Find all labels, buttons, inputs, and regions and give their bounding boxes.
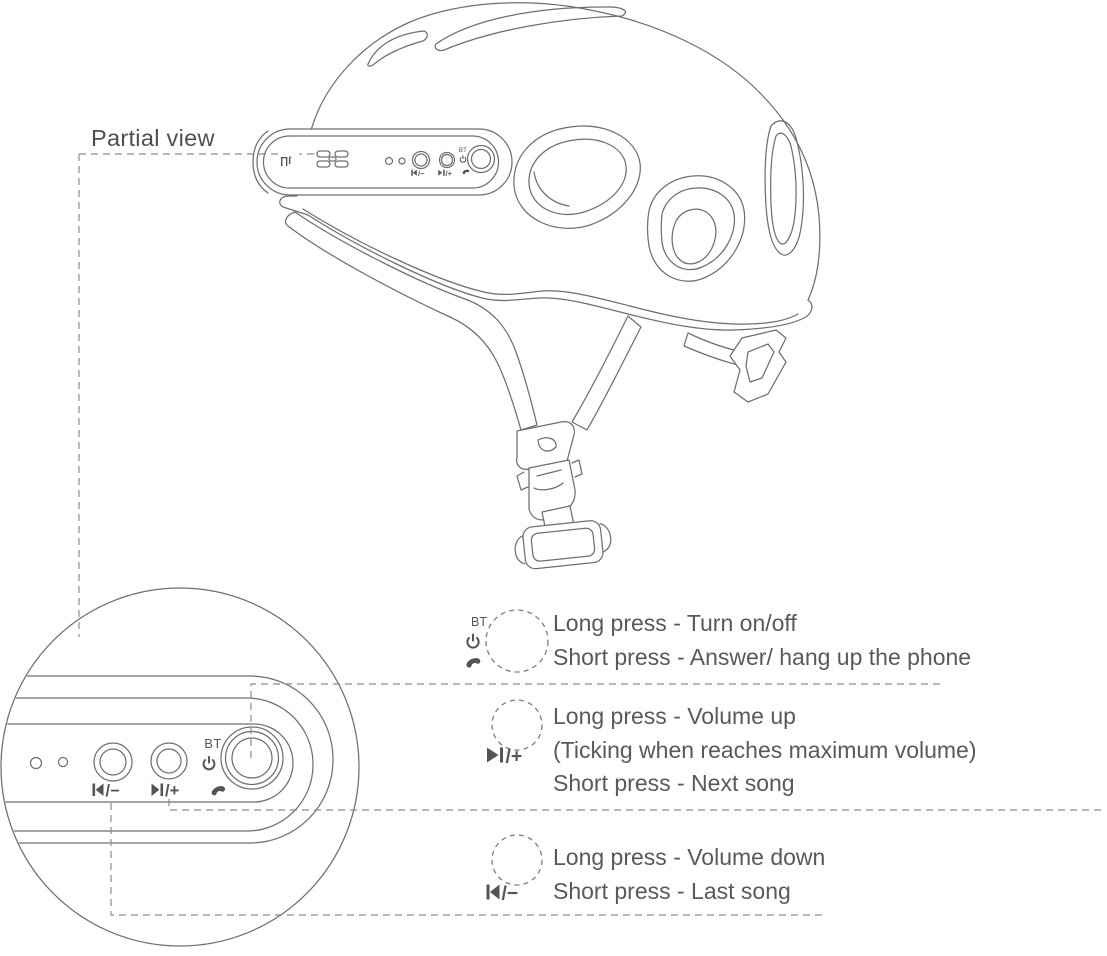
bt-label: BT (471, 615, 487, 629)
instruction-block-next: Long press - Volume up (Ticking when rea… (553, 700, 977, 801)
partial-view-label: Partial view (91, 125, 215, 151)
prev-volume-down-button: /− (411, 150, 431, 178)
instruction-block-power: Long press - Turn on/off Short press - A… (553, 607, 971, 674)
led-indicator (57, 756, 69, 768)
skip-previous-icon (95, 783, 104, 796)
side-vent-front (513, 125, 641, 229)
instruction-icon-next: /+ (487, 699, 543, 768)
control-panel: /− /+ BT (252, 128, 513, 196)
button-outline-dashed-circle (485, 609, 549, 673)
chin-strap-buckle (514, 420, 612, 570)
skip-previous-icon (412, 169, 417, 176)
skip-next-icon (500, 747, 503, 763)
top-vent-slot-front (367, 30, 428, 67)
speaker-grille-icon (316, 150, 349, 168)
next-button-label: /+ (446, 169, 453, 178)
callout-lines: ∏ſ (78, 148, 1102, 916)
next-volume-up-button: /+ (150, 742, 188, 800)
led-indicator (384, 156, 394, 166)
magnified-panel: /− /+ BT (2, 675, 334, 844)
prev-button-label: /− (106, 782, 120, 800)
instruction-line: (Ticking when reaches maximum volume) (553, 736, 977, 763)
brand-mark: ∏ſ (280, 156, 292, 167)
skip-next-icon (443, 169, 445, 176)
led-indicator (398, 157, 406, 165)
bt-label: BT (204, 736, 222, 751)
instruction-line: Long press - Volume up (553, 703, 796, 729)
prev-icon-label: /− (502, 883, 519, 905)
prev-button-label: /− (418, 169, 425, 178)
top-vent-slot-rear (434, 6, 626, 52)
button-outline-dashed-circle (491, 834, 543, 886)
instruction-line: Long press - Volume down (553, 844, 826, 870)
bt-label: BT (459, 147, 467, 154)
skip-previous-icon (490, 884, 500, 900)
prev-volume-down-button: /− (92, 742, 133, 800)
skip-previous-icon (486, 884, 490, 900)
instruction-line: Short press - Next song (553, 770, 795, 796)
led-indicator (29, 756, 43, 770)
side-vent-rear (646, 175, 746, 282)
rear-strap-adjuster (683, 329, 787, 403)
logo-backdrop (278, 148, 299, 165)
control-panel-housing (256, 128, 513, 196)
power-multifunction-button: BT (202, 726, 284, 797)
magnifier-circle (0, 587, 360, 947)
button-outline-dashed-circle (491, 699, 543, 751)
instruction-line: Long press - Turn on/off (553, 610, 797, 636)
skip-next-icon (151, 783, 160, 796)
next-icon-label: /+ (506, 746, 523, 768)
helmet-illustration: /− /+ BT (252, 2, 821, 570)
instruction-line: Short press - Answer/ hang up the phone (553, 643, 972, 670)
skip-previous-icon (411, 169, 413, 176)
rear-vent-slot (764, 120, 805, 256)
skip-previous-icon (92, 783, 96, 796)
instruction-block-prev: Long press - Volume down Short press - L… (553, 841, 825, 908)
chin-strap-rear (571, 315, 642, 431)
instruction-line: Short press - Last song (553, 877, 791, 904)
instruction-icon-prev: /− (486, 834, 543, 905)
phone-handset-icon (464, 656, 482, 669)
skip-next-icon (438, 169, 443, 176)
power-icon (466, 633, 480, 649)
helmet-rim-inner-line (302, 208, 799, 325)
skip-next-icon (160, 783, 164, 796)
next-volume-up-button: /+ (438, 151, 456, 178)
instruction-icon-power: BT (464, 609, 549, 673)
skip-next-icon (487, 747, 499, 763)
next-button-label: /+ (165, 782, 179, 800)
prev-button-callout-line (110, 803, 822, 916)
partial-view-magnifier: /− /+ BT (0, 587, 360, 947)
next-button-callout-line (168, 799, 1102, 811)
helmet-shell (279, 2, 821, 331)
chin-strap-front (285, 211, 538, 431)
power-multifunction-button: BT (459, 144, 496, 175)
power-button-callout-line (250, 683, 943, 758)
